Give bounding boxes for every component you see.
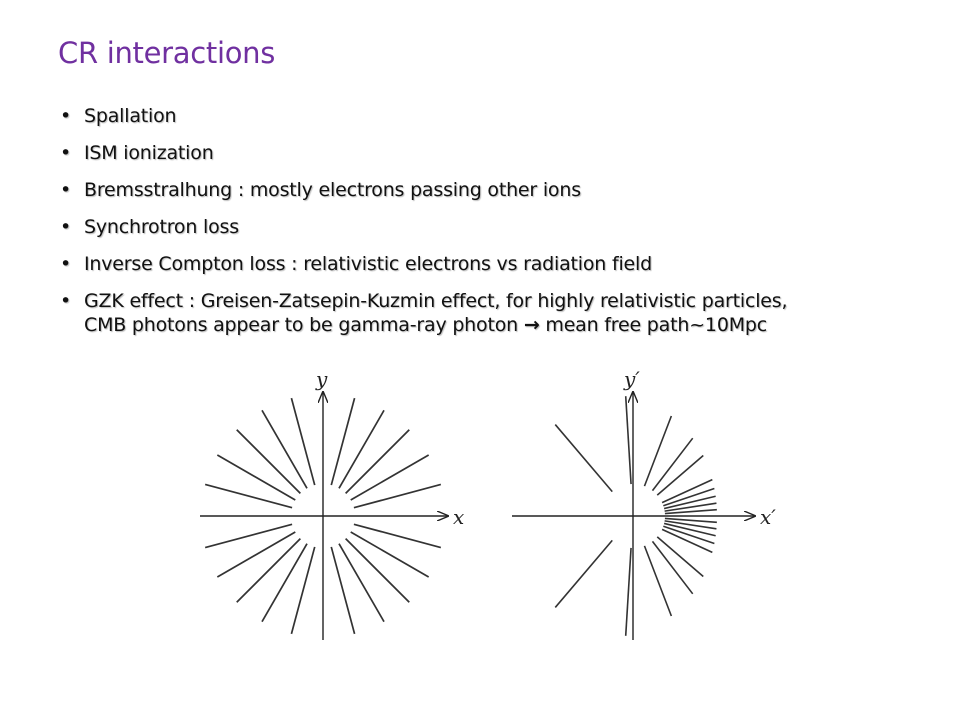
right-ray	[664, 502, 717, 512]
left-ray	[345, 538, 410, 603]
right-ray	[651, 540, 694, 595]
bullet-dot: •	[60, 105, 72, 127]
left-ray	[204, 483, 293, 509]
bullet-text-line2a: CMB photons appear to be gamma-ray photo…	[84, 314, 524, 336]
right-ray	[664, 517, 717, 524]
right-diagram: x′ y′	[512, 367, 776, 640]
right-ray	[663, 525, 715, 545]
left-ray	[350, 454, 430, 501]
bullet-text: Bremsstralhung : mostly electrons passin…	[84, 179, 581, 201]
bullet-synchrotron: • Synchrotron loss	[58, 215, 918, 239]
right-ray	[663, 487, 715, 507]
left-ray	[353, 523, 442, 549]
left-x-label: x	[453, 505, 464, 529]
left-ray	[216, 454, 296, 501]
left-ray	[330, 397, 356, 486]
left-ray	[204, 523, 293, 549]
left-ray	[261, 409, 308, 489]
bullet-dot: •	[60, 290, 72, 312]
right-ray	[643, 415, 673, 487]
bullet-text: ISM ionization	[84, 142, 214, 164]
bullet-spallation: • Spallation	[58, 104, 918, 128]
bullet-dot: •	[60, 216, 72, 238]
right-y-label: y′	[623, 367, 640, 391]
bullet-dot: •	[60, 179, 72, 201]
bullet-ism-ionization: • ISM ionization	[58, 141, 918, 165]
right-ray	[656, 536, 704, 578]
bullet-text-line2b: mean free path~10Mpc	[539, 314, 768, 336]
bullet-inverse-compton: • Inverse Compton loss : relativistic ele…	[58, 252, 918, 276]
right-ray	[624, 547, 632, 636]
right-x-label: x′	[760, 505, 776, 529]
right-rays	[554, 396, 717, 636]
left-rays	[204, 397, 442, 635]
right-ray	[656, 454, 704, 496]
right-ray	[651, 437, 694, 492]
slide-title: CR interactions	[58, 36, 276, 70]
left-ray	[290, 546, 316, 635]
right-ray	[661, 478, 713, 504]
left-ray	[345, 429, 410, 494]
right-ray	[624, 396, 632, 485]
right-ray	[554, 539, 613, 608]
left-diagram: x y	[200, 367, 464, 640]
left-ray	[236, 429, 301, 494]
bullet-list: • Spallation • ISM ionization • Bremsstralh…	[58, 104, 918, 350]
left-ray	[261, 543, 308, 623]
right-ray	[554, 424, 613, 493]
bullet-dot: •	[60, 253, 72, 275]
bullet-dot: •	[60, 142, 72, 164]
right-ray	[643, 545, 673, 617]
bullet-gzk-effect: • GZK effect : Greisen-Zatsepin-Kuzmin ef…	[58, 289, 918, 337]
left-ray	[290, 397, 316, 486]
left-ray	[330, 546, 356, 635]
left-ray	[216, 531, 296, 578]
right-ray	[663, 522, 716, 537]
right-ray	[664, 520, 717, 530]
arrow-right-icon: →	[523, 314, 540, 336]
bullet-text: Synchrotron loss	[84, 216, 239, 238]
right-ray	[663, 495, 716, 510]
left-ray	[353, 483, 442, 509]
left-y-label: y	[315, 367, 328, 391]
bullet-text: Spallation	[84, 105, 177, 127]
bullet-text-line1: GZK effect : Greisen-Zatsepin-Kuzmin eff…	[84, 290, 788, 312]
bullet-bremsstrahlung: • Bremsstralhung : mostly electrons passi…	[58, 178, 918, 202]
left-ray	[236, 538, 301, 603]
left-ray	[338, 409, 385, 489]
bullet-text: Inverse Compton loss : relativistic elec…	[84, 253, 652, 275]
left-ray	[338, 543, 385, 623]
right-ray	[664, 508, 717, 515]
left-ray	[350, 531, 430, 578]
right-ray	[661, 528, 713, 554]
